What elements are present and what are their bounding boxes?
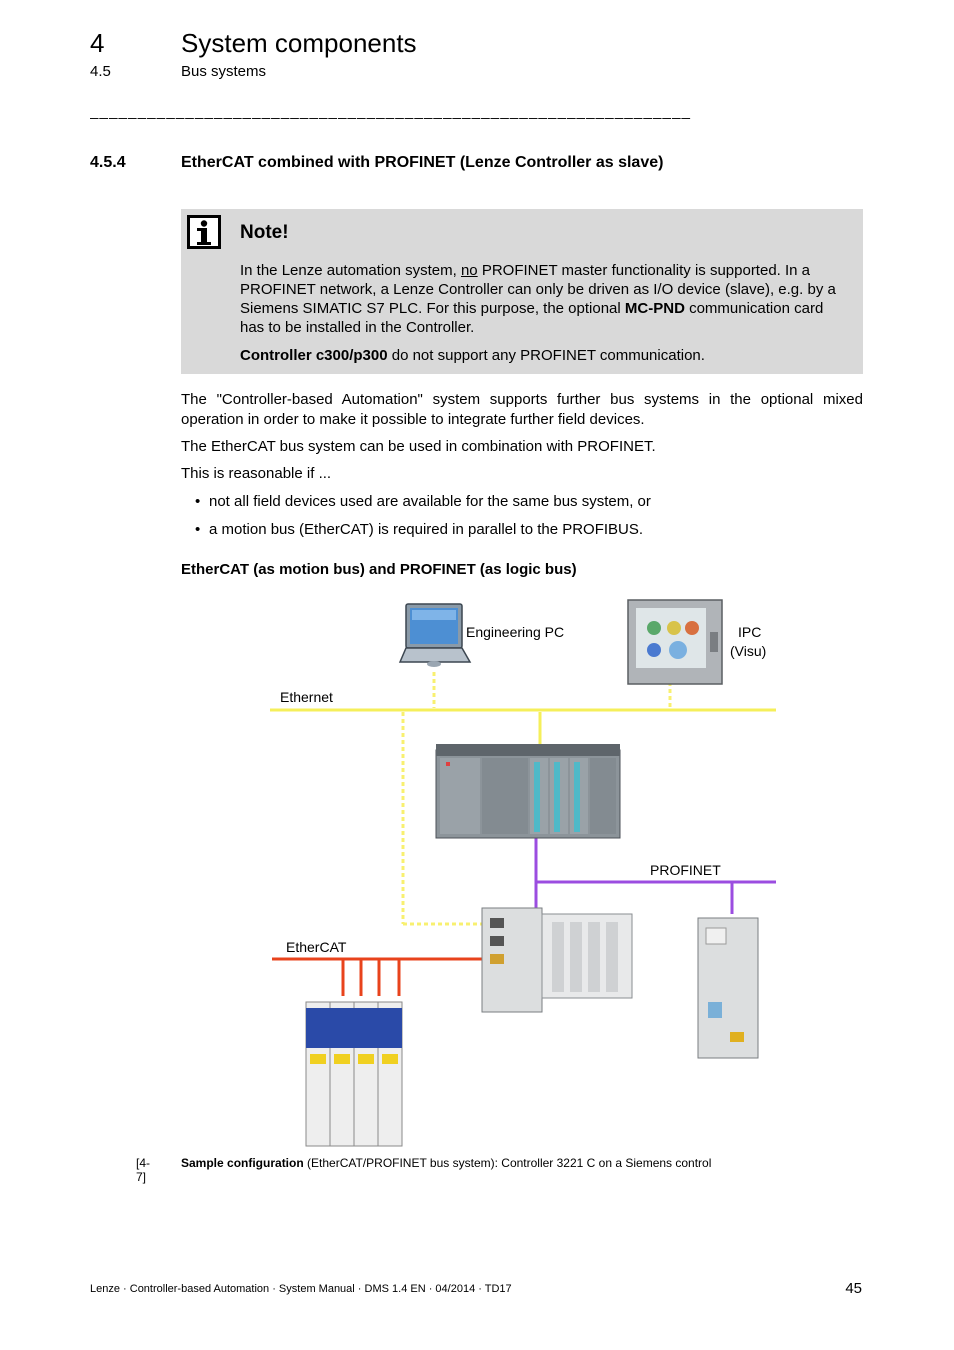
network-diagram: Engineering PC IPC (Visu) Ethernet — [260, 592, 790, 1157]
engineering-pc-label: Engineering PC — [466, 624, 564, 640]
bullet-item: not all field devices used are available… — [209, 493, 651, 510]
note-box: Note! In the Lenze automation system, no… — [181, 209, 863, 374]
profinet-label: PROFINET — [650, 862, 721, 878]
ipc-visu-label: (Visu) — [730, 643, 766, 659]
heading-number: 4.5.4 — [90, 154, 126, 171]
chapter-title: System components — [181, 28, 417, 58]
caption-number: [4-7] — [136, 1156, 151, 1184]
lenze-controller-icon — [481, 907, 633, 1013]
body-paragraph-2: The EtherCAT bus system can be used in c… — [181, 438, 656, 455]
caption-text: Sample configuration (EtherCAT/PROFINET … — [181, 1156, 711, 1170]
bullet-marker: • — [195, 521, 201, 538]
heading-title: EtherCAT combined with PROFINET (Lenze C… — [181, 154, 664, 171]
bullet-marker: • — [195, 493, 201, 510]
note-text: do not support any PROFINET communicatio… — [387, 347, 705, 364]
note-paragraph-2: Controller c300/p300 do not support any … — [240, 346, 840, 365]
figure-subheading: EtherCAT (as motion bus) and PROFINET (a… — [181, 561, 577, 578]
note-title: Note! — [240, 222, 289, 243]
body-paragraph-3: This is reasonable if ... — [181, 465, 332, 482]
profinet-drive-icon — [697, 917, 759, 1059]
bullet-item: a motion bus (EtherCAT) is required in p… — [209, 521, 644, 538]
ethernet-label: Ethernet — [280, 689, 333, 705]
caption-rest: (EtherCAT/PROFINET bus system): Controll… — [303, 1156, 712, 1170]
ethercat-label: EtherCAT — [286, 939, 347, 955]
ipc-label: IPC — [738, 624, 761, 640]
info-icon — [187, 215, 221, 249]
note-bold: MC-PND — [624, 300, 685, 317]
chapter-number: 4 — [90, 28, 105, 58]
note-underlined: no — [460, 262, 478, 279]
network-diagram-svg: Engineering PC IPC (Visu) Ethernet — [270, 599, 776, 1147]
page-number: 45 — [845, 1280, 862, 1297]
caption-bold: Sample configuration — [181, 1156, 304, 1170]
servo-drives-icon — [305, 1001, 403, 1147]
footer-text: Lenze · Controller-based Automation · Sy… — [90, 1283, 512, 1295]
siemens-plc-icon — [435, 744, 621, 839]
header-separator: ________________________________________… — [90, 103, 692, 120]
note-text: PROFINET master functionality is support… — [240, 262, 836, 317]
note-text: In the Lenze automation system, — [240, 262, 461, 279]
note-bold: Controller c300/p300 — [240, 347, 388, 364]
section-title: Bus systems — [181, 63, 267, 80]
laptop-icon — [398, 603, 472, 667]
note-paragraph-1: In the Lenze automation system, no PROFI… — [240, 261, 840, 337]
note-body: In the Lenze automation system, no PROFI… — [240, 261, 840, 374]
note-text: communication card has to be installed i… — [240, 300, 824, 336]
body-paragraph-1: The "Controller-based Automation" system… — [181, 391, 863, 428]
section-number: 4.5 — [90, 63, 111, 80]
ipc-panel-icon — [627, 599, 723, 685]
